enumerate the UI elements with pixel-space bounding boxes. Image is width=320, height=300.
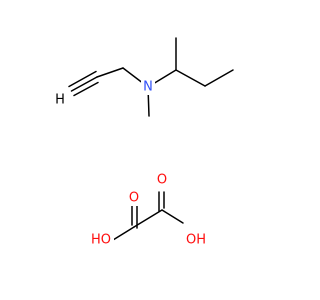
bond-ch2-ch3 — [204, 69, 234, 87]
bond-triple-1 — [73, 81, 99, 97]
bond-ch-ch2 — [175, 69, 206, 87]
bond-c1-oh — [112, 226, 135, 241]
bond-triple-2 — [70, 76, 98, 92]
oxalic-acid-molecule: O O HO OH — [88, 172, 209, 248]
bond-c1-c2 — [133, 209, 163, 228]
hydroxyl-right-label: OH — [186, 233, 206, 248]
atom-o-left-label: O — [129, 191, 139, 206]
bond-c2-oh — [161, 209, 184, 224]
bond-propargyl-ch2 — [96, 67, 124, 78]
bond-triple-3 — [68, 70, 97, 88]
atom-n-label: N — [143, 80, 153, 95]
hydroxyl-left-label: HO — [91, 233, 111, 248]
structure-diagram: H N O O HO OH — [54, 37, 234, 248]
amine-molecule: H N — [54, 37, 234, 117]
atom-o-right-label: O — [157, 173, 167, 188]
atom-h-label: H — [55, 93, 65, 108]
